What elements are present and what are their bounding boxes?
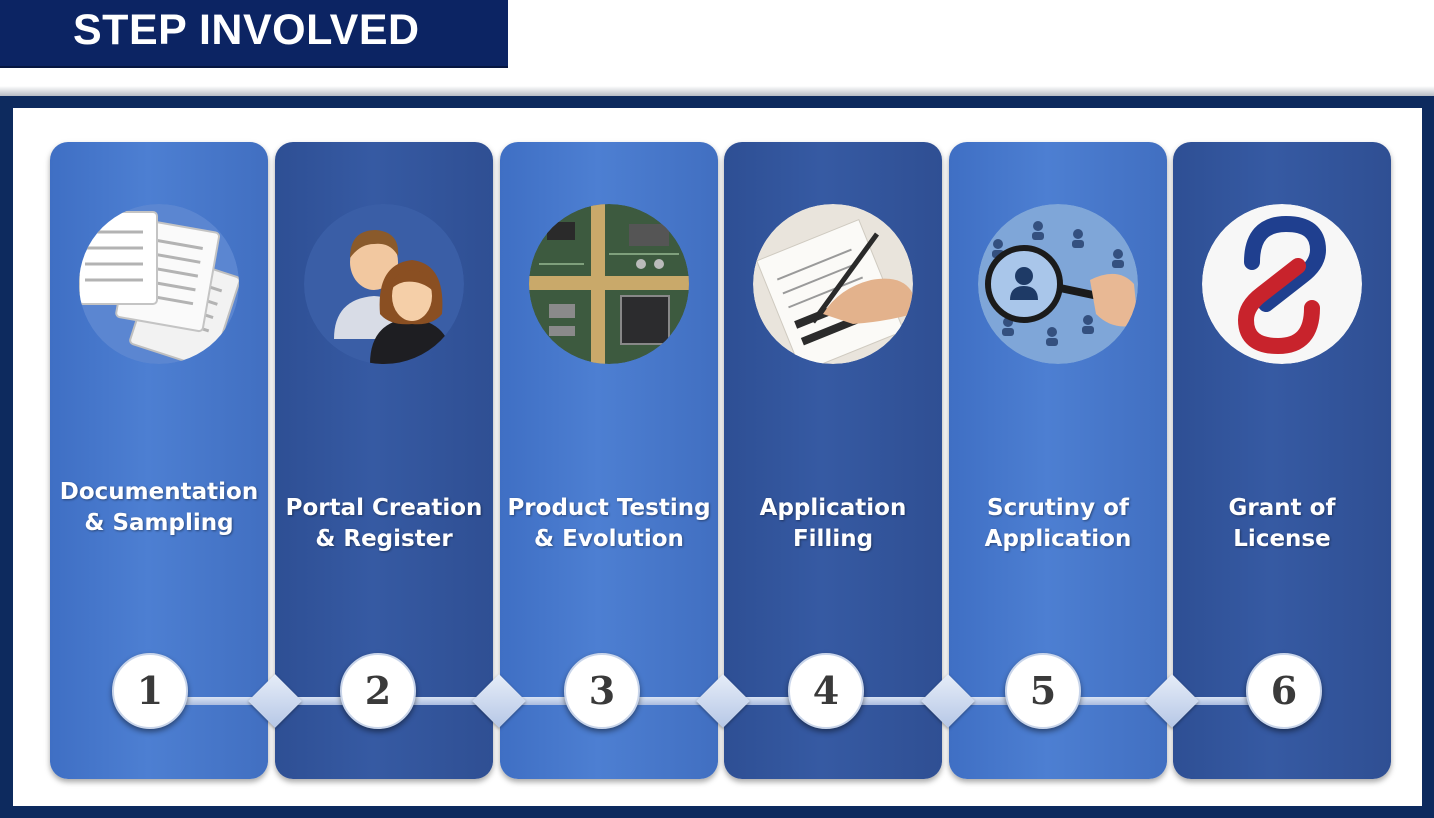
step-panel-6: Grant of License [1173,142,1391,779]
step-number-3: 3 [564,653,640,729]
step-panel-1: Documentation & Sampling [50,142,268,779]
magnifier-people-icon [978,204,1138,364]
step-number-6: 6 [1246,653,1322,729]
step-panel-2: Portal Creation & Register [275,142,493,779]
users-icon [304,204,464,364]
signing-form-icon [753,204,913,364]
license-logo-icon [1202,204,1362,364]
documents-icon [79,204,239,364]
page-title: STEP INVOLVED [73,6,420,54]
step-label-2: Portal Creation & Register [285,495,483,552]
step-label-1: Documentation & Sampling [59,479,259,536]
step-number-2: 2 [340,653,416,729]
step-label-5: Scrutiny of Application [984,495,1132,552]
title-banner: STEP INVOLVED [0,0,508,68]
step-number-1: 1 [112,653,188,729]
step-label-6: Grant of License [1228,495,1336,552]
step-number-4: 4 [788,653,864,729]
circuit-board-icon [529,204,689,364]
step-panel-3: Product Testing & Evolution [500,142,718,779]
step-panel-4: Application Filling [724,142,942,779]
step-label-4: Application Filling [759,495,907,552]
step-number-5: 5 [1005,653,1081,729]
step-label-3: Product Testing & Evolution [507,495,711,552]
